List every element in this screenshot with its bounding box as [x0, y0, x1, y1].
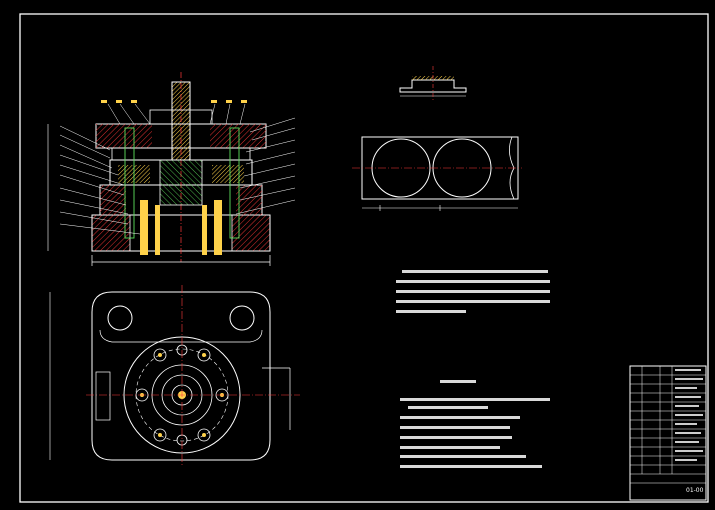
description-paragraph: [396, 270, 550, 313]
part-detail-view: [399, 66, 467, 100]
title-block: 01-00: [629, 365, 707, 501]
plan-view: [49, 285, 300, 465]
front-section-view: [47, 72, 296, 266]
strip-layout-view: [352, 136, 522, 211]
technical-requirements: [400, 380, 550, 468]
sheet-border: [19, 13, 709, 503]
drawing-number: 01-00: [686, 487, 704, 494]
